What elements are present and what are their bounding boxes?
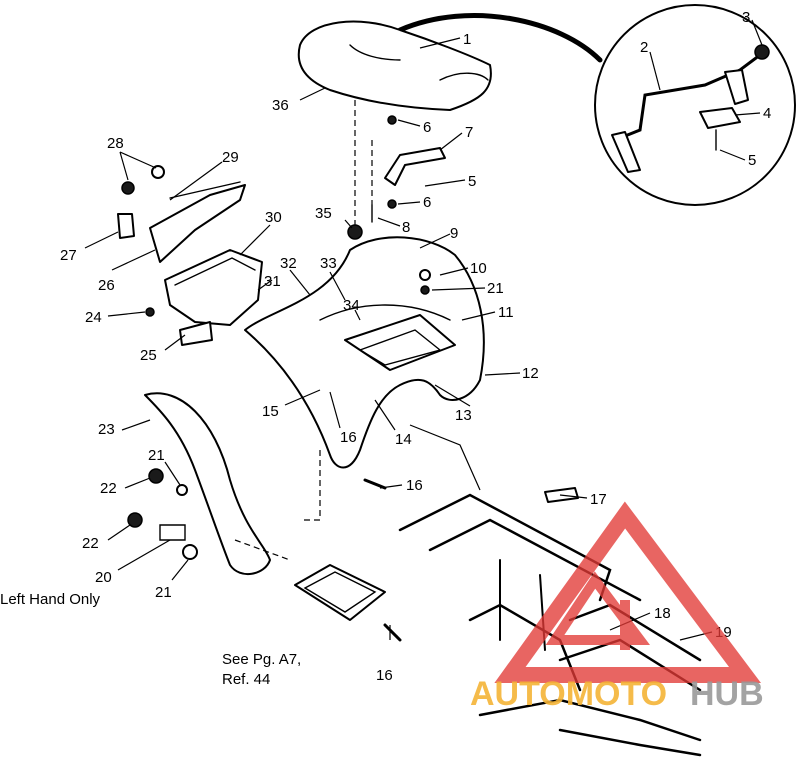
callout-21-lower: 21 xyxy=(155,584,172,601)
callout-25: 25 xyxy=(140,347,157,364)
callout-22-lower: 22 xyxy=(82,535,99,552)
diagram-notes: Left Hand Only See Pg. A7, Ref. 44 xyxy=(0,591,301,688)
callout-30: 30 xyxy=(265,209,282,226)
callout-22-upper: 22 xyxy=(100,480,117,497)
callout-23: 23 xyxy=(98,421,115,438)
leader-lines xyxy=(84,19,763,641)
storage-box xyxy=(164,249,263,346)
callout-11: 11 xyxy=(498,304,514,321)
callout-35: 35 xyxy=(315,205,332,222)
callout-28: 28 xyxy=(107,135,124,152)
callout-32: 32 xyxy=(280,255,297,272)
latch-plate xyxy=(699,107,741,129)
note-left-hand-only: Left Hand Only xyxy=(0,591,101,608)
automotohub-watermark: AUTOMOTO HUB xyxy=(470,501,764,713)
latch-hook-left xyxy=(611,131,641,173)
callout-16-bottom: 16 xyxy=(376,667,393,684)
latch-hook-right xyxy=(724,69,749,105)
callout-2: 2 xyxy=(640,39,648,56)
note-see-page-line1: See Pg. A7, xyxy=(222,651,301,668)
callout-7: 7 xyxy=(465,124,473,141)
callout-9: 9 xyxy=(450,225,458,242)
callout-17: 17 xyxy=(590,491,607,508)
callout-8: 8 xyxy=(402,219,410,236)
seat-latch-detail-inset xyxy=(397,4,796,206)
callout-5: 5 xyxy=(468,173,476,190)
callout-14: 14 xyxy=(395,431,412,448)
callout-29: 29 xyxy=(222,149,239,166)
seat xyxy=(297,20,492,111)
callout-3: 3 xyxy=(742,9,750,26)
callout-numbers: 1 2 3 4 5 36 6 7 5 6 8 35 9 10 21 11 12 … xyxy=(60,9,771,684)
callout-13: 13 xyxy=(455,407,472,424)
callout-26: 26 xyxy=(98,277,115,294)
callout-1: 1 xyxy=(463,31,471,48)
callout-10: 10 xyxy=(470,260,487,277)
callout-34: 34 xyxy=(343,297,360,314)
callout-4: 4 xyxy=(763,105,771,122)
callout-27: 27 xyxy=(60,247,77,264)
footrest xyxy=(294,564,386,621)
watermark-text-automoto: AUTOMOTO xyxy=(470,675,667,713)
callout-16-center: 16 xyxy=(340,429,357,446)
rear-fender xyxy=(244,236,485,469)
left-fender-strip xyxy=(144,392,271,575)
callout-24: 24 xyxy=(85,309,102,326)
callout-21-mid: 21 xyxy=(148,447,165,464)
watermark-triangle-inner xyxy=(545,571,650,650)
watermark-text-hub: HUB xyxy=(690,675,764,713)
callout-36: 36 xyxy=(272,97,289,114)
watermark-triangle-outer xyxy=(494,501,761,683)
callout-31: 31 xyxy=(264,273,281,290)
fasteners xyxy=(127,269,431,642)
assembly-lines xyxy=(234,100,481,561)
latch-rod xyxy=(613,53,762,142)
note-see-page-line2: Ref. 44 xyxy=(222,671,270,688)
callout-15: 15 xyxy=(262,403,279,420)
callout-18: 18 xyxy=(654,605,671,622)
callout-33: 33 xyxy=(320,255,337,272)
callout-6-upper: 6 xyxy=(423,119,431,136)
latch-knob xyxy=(754,44,770,60)
callout-12: 12 xyxy=(522,365,539,382)
callout-20: 20 xyxy=(95,569,112,586)
callout-21-upper: 21 xyxy=(487,280,504,297)
callout-6-lower: 6 xyxy=(423,194,431,211)
tool-box-lid xyxy=(117,165,246,263)
callout-16-right: 16 xyxy=(406,477,423,494)
callout-5-inset: 5 xyxy=(748,152,756,169)
